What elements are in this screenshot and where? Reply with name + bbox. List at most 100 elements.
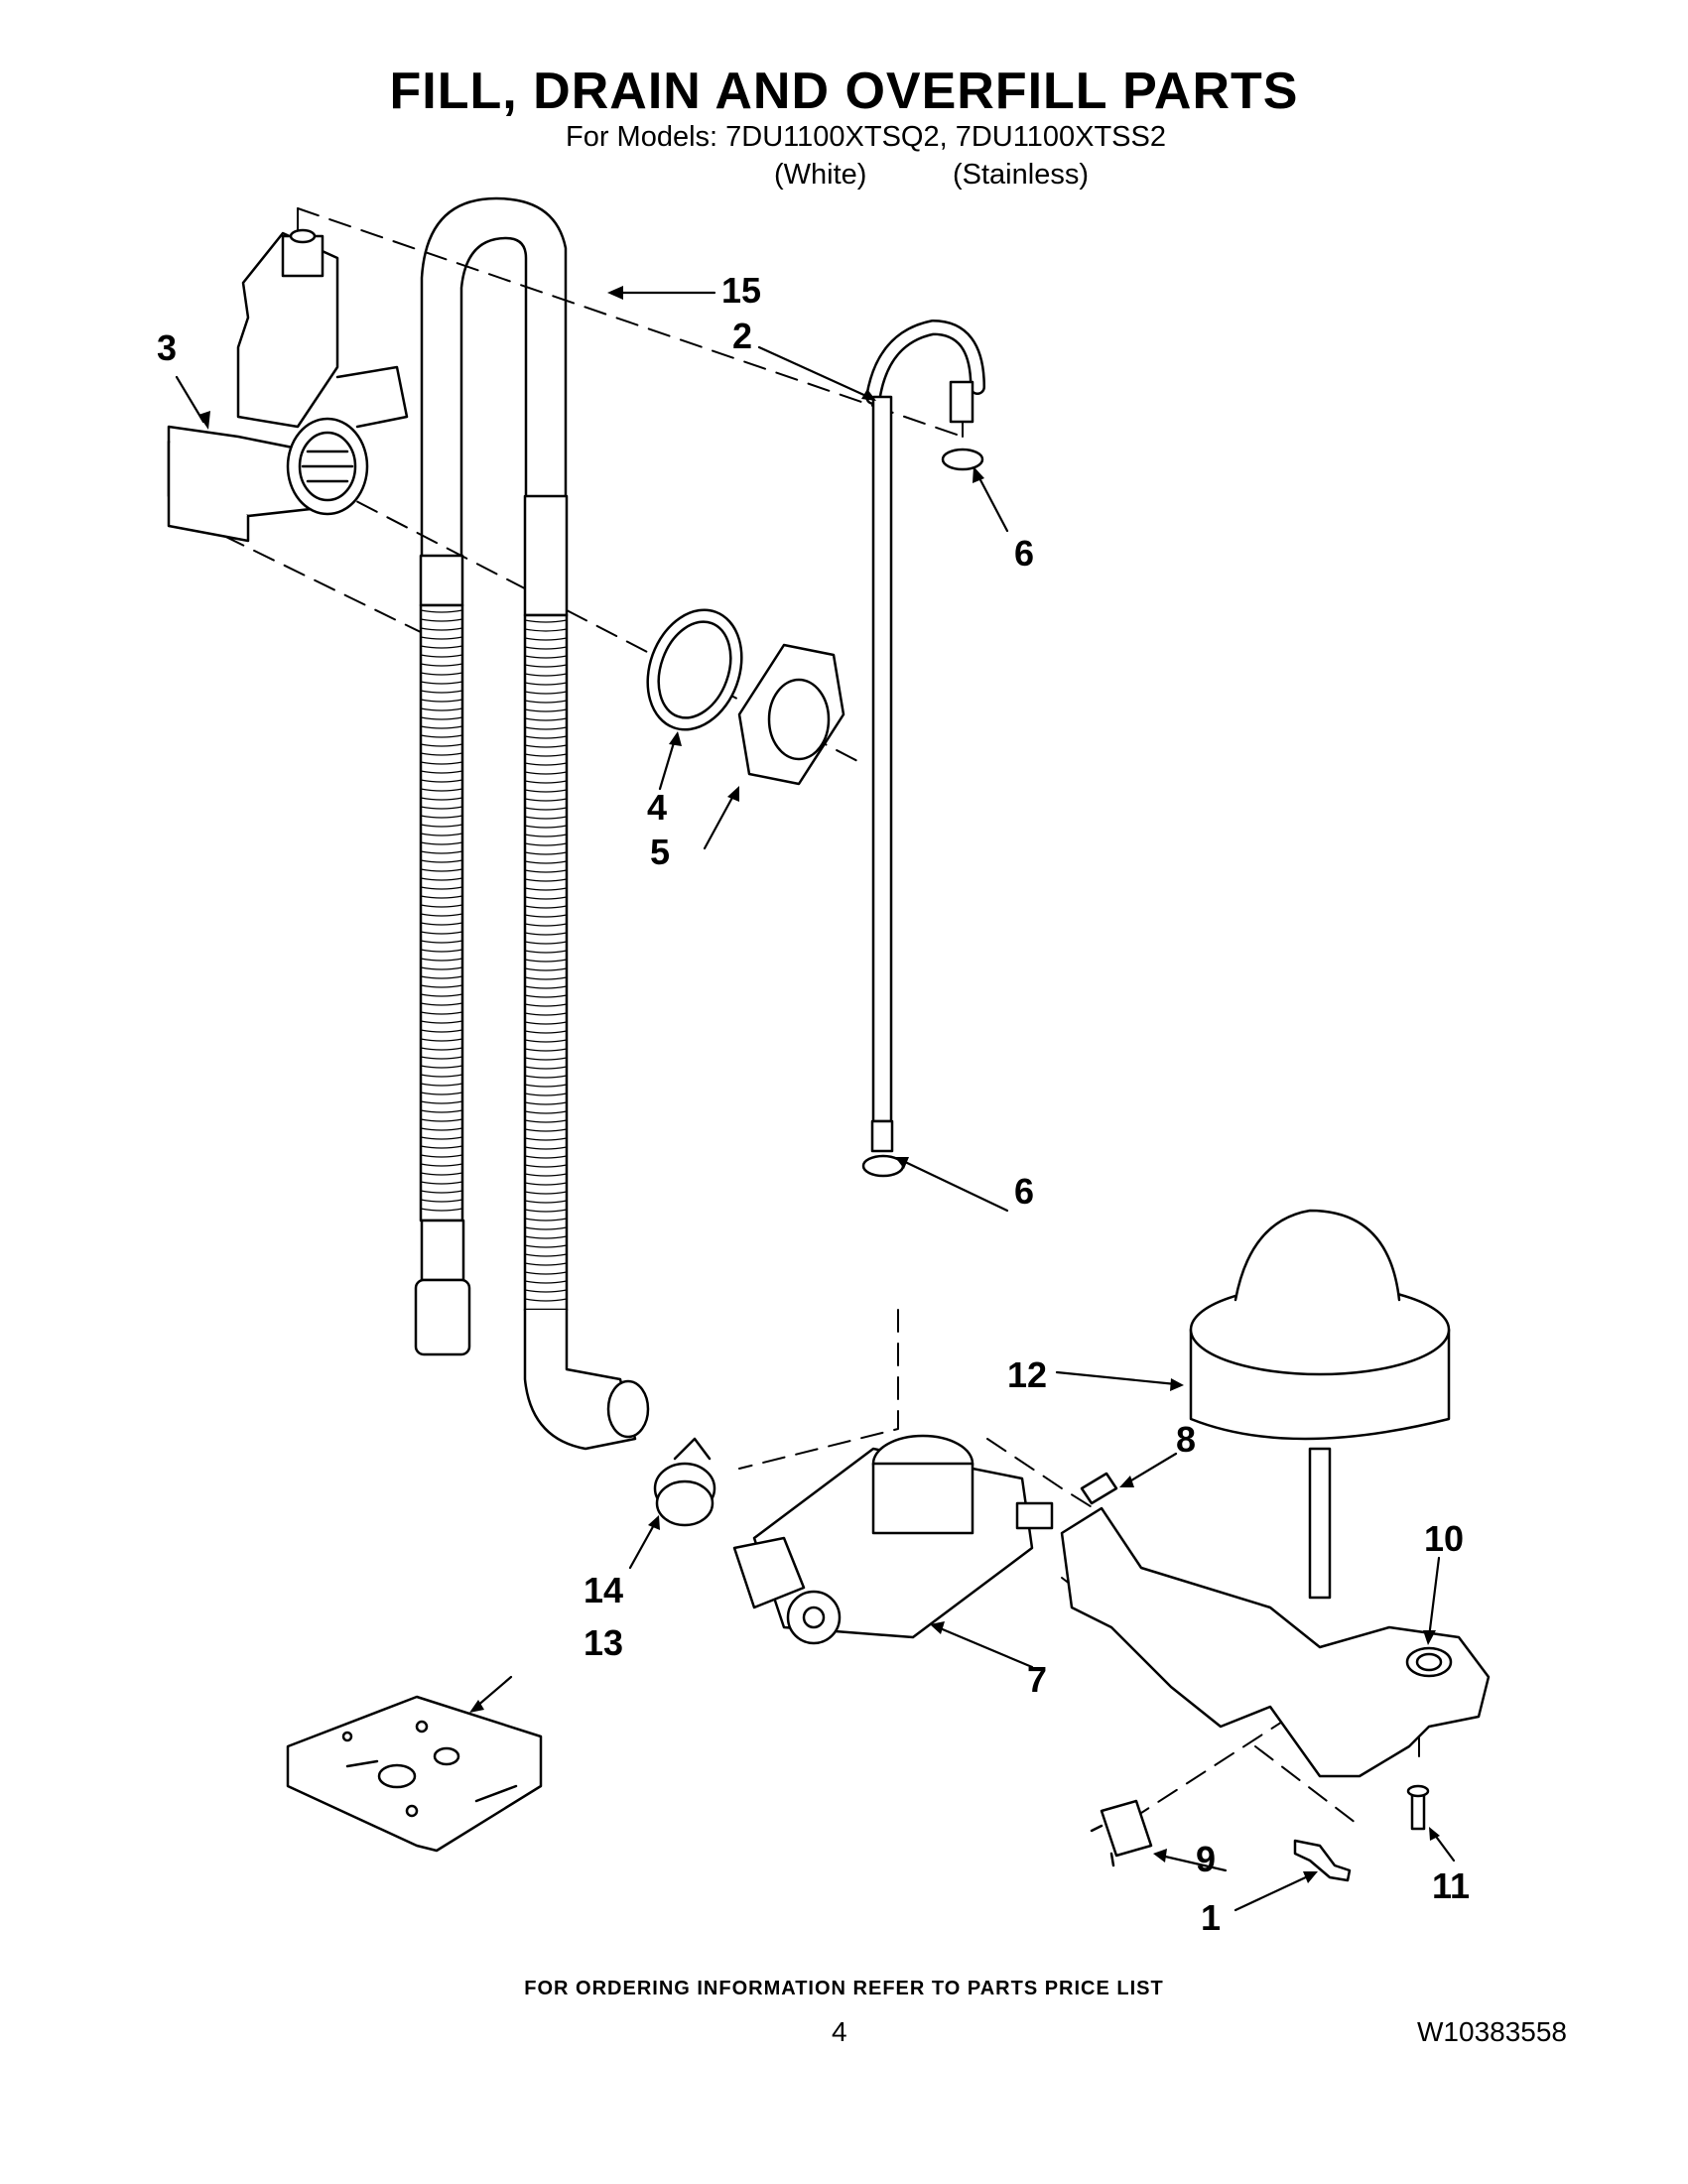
hose-ring [420,797,463,801]
hose-ring [524,1057,568,1061]
hose-ring [524,860,568,864]
hose-ring [524,896,568,900]
part-8-screw [1080,1472,1118,1505]
part-11-screw [1406,1784,1430,1831]
hose-ring [420,931,463,935]
hose-ring [524,1039,568,1043]
page-title: FILL, DRAIN AND OVERFILL PARTS [389,63,1299,120]
hose-ring [420,913,463,917]
part-1-lever [1293,1839,1352,1882]
hose-ring [420,958,463,962]
hose-ring [524,1271,568,1275]
hose-ring [524,1182,568,1186]
hose-ring [524,1075,568,1079]
hose-ring [420,1038,463,1042]
hose-ring [420,1047,463,1051]
hose-ring [420,609,463,613]
hose-ring [524,1084,568,1088]
callout-3: 3 [157,327,178,368]
part-14-clamp [653,1437,716,1527]
hose-ring [524,780,568,784]
hose-ring [524,1146,568,1150]
hose-ring [524,628,568,632]
callout-7: 7 [1027,1659,1048,1700]
hose-ring [524,1110,568,1114]
hose-ring [524,735,568,739]
hose-ring [420,1011,463,1015]
hose-ring [524,1119,568,1123]
hose-ring [420,761,463,765]
hose-ring [524,771,568,775]
hose-ring [420,868,463,872]
hose-ring [420,1020,463,1024]
part-5-nut [737,643,845,786]
part-7-valve [732,1434,1054,1645]
hose-ring [420,966,463,970]
hose-ring [420,1208,463,1212]
hose-ring [420,815,463,819]
part-9-switch [1090,1799,1153,1867]
part-15-drain-hose [414,196,650,1451]
hose-ring [420,1172,463,1176]
hose-ring [524,1226,568,1230]
hose-ring [420,725,463,729]
hose-ring [524,646,568,650]
callout-10: 10 [1424,1518,1465,1559]
hose-ring [524,923,568,927]
callout-13: 13 [584,1622,624,1663]
callout-1: 1 [1201,1897,1222,1938]
hose-ring [524,1012,568,1016]
hose-ring [420,1181,463,1185]
part-10-bracket [1060,1506,1491,1778]
hose-ring [420,699,463,703]
hose-ring [420,886,463,890]
hose-ring [524,834,568,837]
hose-ring [524,1253,568,1257]
hose-ring [524,1173,568,1177]
hose-ring [420,833,463,836]
hose-ring [524,1048,568,1052]
hose-ring [420,734,463,738]
part-3-bracket [167,228,409,543]
hose-ring [420,627,463,631]
hose-ring [524,825,568,829]
part-4-gasket [646,608,743,731]
hose-ring [524,967,568,971]
hose-ring [524,1030,568,1034]
hose-ring [524,941,568,945]
hose-ring [524,664,568,668]
hose-ring [420,841,463,845]
hose-ring [420,770,463,774]
callout-14: 14 [584,1570,624,1610]
hose-ring [420,788,463,792]
callout-11: 11 [1432,1865,1471,1906]
hose-ring [420,993,463,997]
hose-ring [524,700,568,704]
hose-ring [420,922,463,926]
hose-ring [524,691,568,695]
hose-ring [420,743,463,747]
part-13-parts-bag [286,1695,543,1853]
hose-ring [524,1021,568,1025]
hose-ring [524,753,568,757]
hose-ring [420,859,463,863]
hose-ring [420,716,463,720]
hose-ring [420,654,463,658]
callout-4: 4 [647,787,668,828]
hose-ring [420,949,463,953]
hose-ring [524,1155,568,1159]
hose-ring [420,1092,463,1095]
hose-ring [420,895,463,899]
callout-6-upper: 6 [1014,533,1035,574]
hose-ring [420,1100,463,1104]
hose-ring [420,645,463,649]
hose-ring [524,905,568,909]
hose-ring [524,789,568,793]
hose-ring [420,1002,463,1006]
hose-ring [524,673,568,677]
hose-ring [524,762,568,766]
hose-ring [524,887,568,891]
hose-ring [420,1145,463,1149]
hose-ring [420,1074,463,1078]
